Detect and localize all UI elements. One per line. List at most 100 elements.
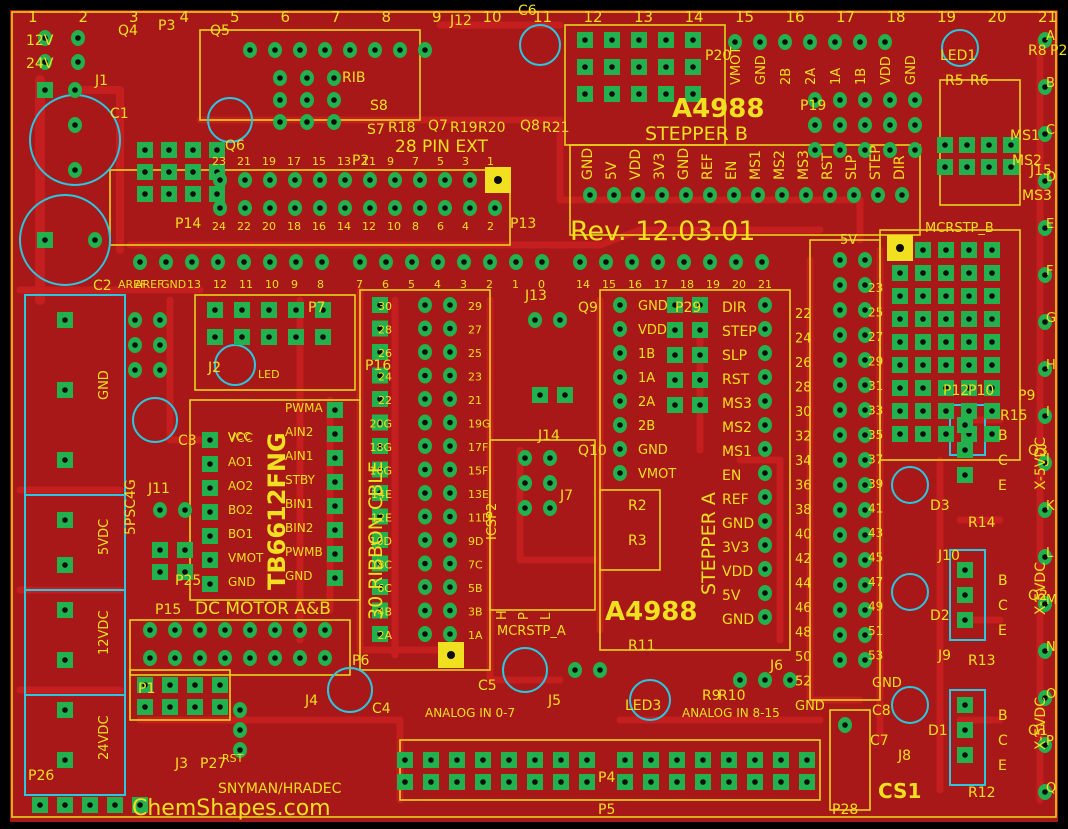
- drill-hole: [62, 802, 68, 808]
- drill-hole: [966, 339, 972, 345]
- credits-label: SNYMAN/HRADEC: [218, 781, 342, 797]
- drill-hole: [332, 455, 338, 461]
- q6-outline: [207, 97, 253, 143]
- drill-hole: [989, 293, 995, 299]
- stepper-a-left-2b: 2B: [638, 419, 655, 434]
- stepper-b-pin-gnd: GND: [580, 148, 596, 180]
- label-mcrstp-a: MCRSTP_A: [497, 624, 566, 639]
- drill-hole: [297, 655, 303, 661]
- ribbon-left-pin-6C: 6C: [377, 582, 392, 595]
- drill-hole: [707, 259, 713, 265]
- stepper-b-top-vdd: VDD: [879, 56, 894, 85]
- microstep-jumper-p: P: [517, 612, 532, 620]
- column-number-10: 10: [483, 8, 502, 26]
- part-r2: R2: [628, 498, 647, 514]
- part-p4: P4: [598, 770, 615, 786]
- drill-hole: [1042, 789, 1048, 795]
- drill-hole: [1042, 742, 1048, 748]
- drill-hole: [837, 557, 843, 563]
- drill-hole: [422, 537, 428, 543]
- part-p21: P21: [1050, 43, 1068, 59]
- mega-pin-35: 35: [868, 428, 883, 442]
- drill-hole: [1042, 37, 1048, 43]
- drill-hole: [342, 205, 348, 211]
- drill-hole: [447, 443, 453, 449]
- drill-hole: [862, 432, 868, 438]
- drill-hole: [75, 35, 81, 41]
- drill-hole: [266, 334, 272, 340]
- mega-pin-46: 46: [795, 601, 812, 616]
- drill-hole: [377, 325, 383, 332]
- row-letter-F: F: [1046, 264, 1053, 279]
- drill-hole: [804, 757, 810, 763]
- drill-hole: [522, 505, 528, 511]
- drill-hole: [277, 119, 283, 125]
- drill-hole: [851, 192, 857, 198]
- drill-hole: [827, 192, 833, 198]
- drill-hole: [267, 205, 273, 211]
- mega-pin-44: 44: [795, 577, 812, 592]
- drill-hole: [962, 422, 968, 428]
- drill-hole: [422, 443, 428, 449]
- column-number-11: 11: [533, 8, 552, 26]
- drill-hole: [492, 205, 498, 211]
- drill-hole: [332, 503, 338, 509]
- drill-hole: [617, 422, 623, 428]
- drill-hole: [897, 293, 903, 299]
- drill-hole: [622, 757, 628, 763]
- drill-hole: [377, 560, 383, 567]
- column-number-19: 19: [937, 8, 956, 26]
- drill-hole: [454, 779, 460, 785]
- mcrstp-b-grid-outline: [879, 229, 1021, 461]
- drill-hole: [422, 372, 428, 379]
- stepper-b-top-1b: 1B: [854, 68, 869, 85]
- drill-hole: [609, 91, 615, 97]
- drill-hole: [166, 169, 172, 175]
- drill-hole: [837, 432, 843, 438]
- mega-pin-49: 49: [868, 600, 883, 614]
- transistor-pin-e: E: [998, 623, 1007, 639]
- drill-hole: [547, 480, 553, 486]
- digital-pin-20: 20: [732, 278, 746, 291]
- mega-pin-25: 25: [868, 306, 883, 320]
- drill-hole: [447, 466, 453, 473]
- drill-hole: [342, 177, 348, 183]
- label-24v: 24V: [26, 56, 54, 72]
- part-r8: R8: [1028, 43, 1047, 59]
- drill-hole: [558, 757, 564, 763]
- drill-hole: [962, 567, 968, 573]
- part-led1: LED1: [940, 48, 976, 64]
- ext-top-pin-9: 9: [387, 155, 394, 168]
- drill-hole: [672, 402, 678, 408]
- drill-hole: [267, 259, 273, 265]
- drill-hole: [882, 39, 888, 45]
- drill-hole: [862, 632, 868, 638]
- drill-hole: [442, 205, 448, 211]
- p15-outline: [129, 619, 351, 676]
- board-edge: [11, 11, 1057, 818]
- digital-pin-0: 0: [538, 278, 545, 291]
- drill-hole: [690, 91, 696, 97]
- drill-hole: [1042, 178, 1048, 184]
- mega-pin-36: 36: [795, 479, 812, 494]
- column-number-17: 17: [836, 8, 855, 26]
- drill-hole: [617, 446, 623, 452]
- stepper-a-right-ref: REF: [722, 492, 749, 508]
- drill-hole: [697, 352, 703, 358]
- drill-hole: [539, 259, 545, 265]
- drill-hole: [648, 757, 654, 763]
- drill-hole: [636, 64, 642, 70]
- part-j12: J12: [449, 13, 472, 29]
- drill-hole: [862, 382, 868, 388]
- part-j13: J13: [524, 288, 547, 304]
- label-28-pin-ext: 28 PIN EXT: [395, 137, 489, 157]
- ribbon-right-pin-17F: 17F: [468, 441, 488, 454]
- drill-hole: [62, 657, 68, 663]
- drill-hole: [142, 147, 148, 153]
- ribbon-left-pin-4B: 4B: [377, 606, 392, 619]
- drill-hole: [372, 47, 378, 53]
- drill-hole: [304, 97, 310, 103]
- drill-hole: [989, 362, 995, 368]
- tb-left-pin-bo1: BO1: [228, 527, 253, 541]
